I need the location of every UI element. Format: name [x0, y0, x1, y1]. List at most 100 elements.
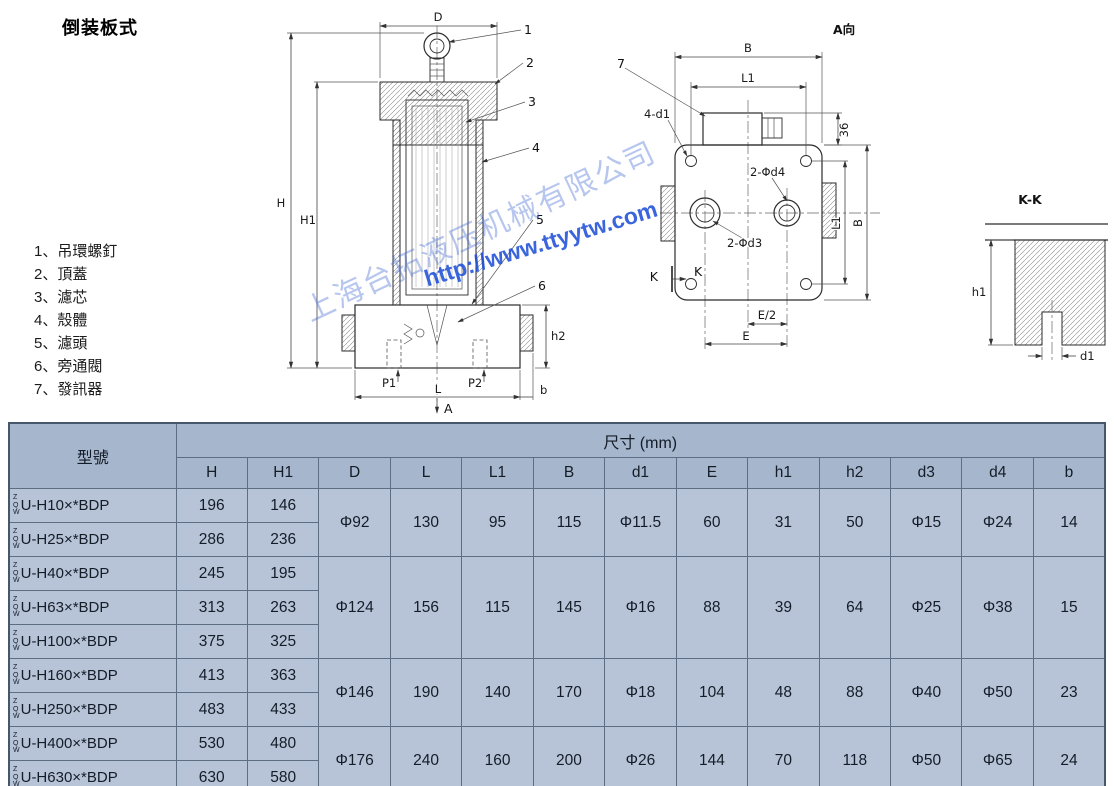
- view-kk-label: K-K: [1018, 192, 1043, 207]
- dim-cell-shared: 39: [747, 556, 820, 659]
- parts-list-item: 5、濾頭: [34, 335, 88, 352]
- dim-label-B-top: B: [744, 41, 752, 55]
- parts-list-item: 1、吊環螺釘: [34, 243, 118, 260]
- dim-label-P1: P1: [382, 376, 396, 390]
- callout-3: 3: [528, 94, 536, 109]
- dim-cell-shared: Φ26: [604, 726, 677, 786]
- page-title: 倒装板式: [62, 18, 138, 38]
- model-name: U-H40×*BDP: [20, 565, 110, 582]
- dim-cell-shared: Φ92: [318, 488, 391, 557]
- dim-cell: 196: [175, 488, 248, 523]
- dim-cell-shared: 88: [818, 658, 892, 727]
- front-view-drawing: D H H1 h2 L b P1: [275, 9, 566, 418]
- section-view-drawing: K-K h1 d1: [970, 192, 1108, 364]
- callout-2: 2: [526, 55, 534, 70]
- table-column-header: d3: [890, 457, 963, 489]
- callout-6: 6: [538, 278, 546, 293]
- dim-cell: 480: [246, 726, 320, 761]
- model-name: U-H400×*BDP: [20, 735, 118, 752]
- dim-label-E2: E/2: [758, 308, 776, 322]
- model-name: U-H250×*BDP: [20, 701, 118, 718]
- dim-cell-shared: 60: [675, 488, 749, 557]
- technical-drawing: D H H1 h2 L b P1: [275, 9, 1108, 418]
- dim-cell-shared: 156: [389, 556, 463, 659]
- dim-cell: 363: [246, 658, 320, 693]
- dim-cell: 313: [175, 590, 248, 625]
- dim-cell-shared: 48: [747, 658, 820, 727]
- table-column-header: E: [675, 457, 749, 489]
- top-view-drawing: A向 7 4-d1 2-Φd4: [616, 22, 880, 350]
- dim-cell-shared: 140: [461, 658, 534, 727]
- parts-list-item: 4、殼體: [34, 312, 88, 329]
- filter-element: [405, 99, 469, 296]
- dim-label-36: 36: [837, 123, 851, 138]
- dim-cell-shared: 24: [1032, 726, 1106, 786]
- dim-cell-shared: 118: [818, 726, 892, 786]
- dim-cell: 146: [246, 488, 320, 523]
- dim-label-h1: h1: [972, 285, 987, 299]
- dim-cell-shared: 240: [389, 726, 463, 786]
- view-a-label: A向: [833, 22, 855, 37]
- dim-cell: 245: [175, 556, 248, 591]
- model-name: U-H10×*BDP: [20, 497, 110, 514]
- table-column-header: d1: [604, 457, 677, 489]
- dim-cell: 286: [175, 522, 248, 557]
- dim-cell-shared: Φ15: [890, 488, 963, 557]
- dim-label-L1-right: L1: [829, 216, 843, 230]
- section-arrow-A: A: [444, 401, 453, 416]
- dim-cell: 483: [175, 692, 248, 727]
- dim-cell-shared: 115: [461, 556, 534, 659]
- model-column-header: 型號: [8, 422, 177, 489]
- dim-cell: 580: [246, 760, 320, 786]
- shell-wall-right: [475, 119, 484, 306]
- dim-cell-shared: 115: [532, 488, 606, 557]
- table-column-header: H1: [246, 457, 320, 489]
- dim-cell-shared: 15: [1032, 556, 1106, 659]
- dim-cell: 195: [246, 556, 320, 591]
- bypass-valve-spring: [403, 323, 413, 345]
- eye-bolt-ring: [423, 32, 451, 60]
- dim-cell: 325: [246, 624, 320, 659]
- dim-cell: 413: [175, 658, 248, 693]
- model-name: U-H630×*BDP: [20, 769, 118, 786]
- dim-cell-shared: Φ124: [318, 556, 391, 659]
- dim-cell-shared: 23: [1032, 658, 1106, 727]
- dim-cell-shared: Φ65: [961, 726, 1034, 786]
- dim-cell-shared: 160: [461, 726, 534, 786]
- dim-cell-shared: Φ38: [961, 556, 1034, 659]
- model-name: U-H160×*BDP: [20, 667, 118, 684]
- dim-label-L: L: [435, 382, 442, 396]
- model-name: U-H25×*BDP: [20, 531, 110, 548]
- table-column-header: b: [1032, 457, 1106, 489]
- callout-7: 7: [617, 56, 625, 71]
- table-column-header: h2: [818, 457, 892, 489]
- dim-cell-shared: Φ146: [318, 658, 391, 727]
- parts-list-item: 7、發訊器: [34, 381, 103, 398]
- dim-cell-shared: 130: [389, 488, 463, 557]
- dim-cell-shared: 104: [675, 658, 749, 727]
- dim-cell: 530: [175, 726, 248, 761]
- callout-4: 4: [532, 140, 540, 155]
- dim-cell-shared: 31: [747, 488, 820, 557]
- dim-label-B-right: B: [851, 219, 865, 227]
- dim-label-2d4: 2-Φd4: [750, 165, 785, 179]
- section-block: [1014, 239, 1106, 346]
